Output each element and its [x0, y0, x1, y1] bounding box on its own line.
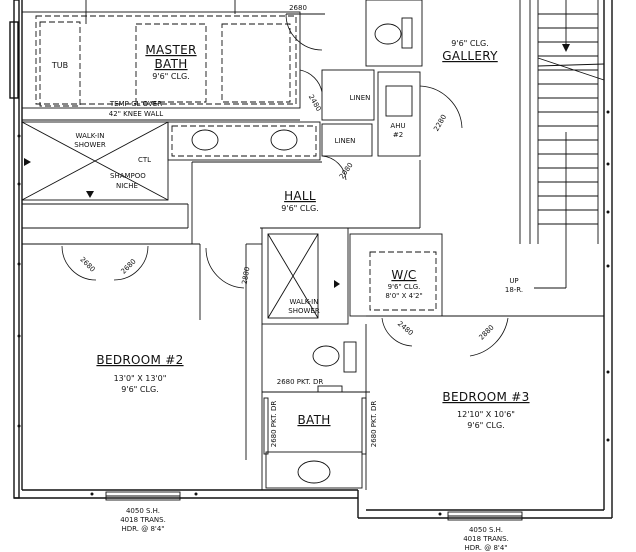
bath-walkin-shower: WALK-IN SHOWER — [261, 227, 349, 325]
bedroom3-name: BEDROOM #3 — [442, 390, 529, 404]
door-ahu-label: 2280 — [432, 113, 448, 132]
pkt-dr-horizontal: 2680 PKT. DR — [277, 378, 324, 386]
linen-bottom-label: LINEN — [335, 137, 356, 145]
stair-risers: 18-R. — [505, 286, 523, 294]
linen-top-label: LINEN — [350, 94, 371, 102]
hall: HALL 9'6" CLG. — [191, 160, 421, 244]
bedroom2-clg: 9'6" CLG. — [121, 385, 158, 394]
window-right-line3: HDR. @ 8'4" — [465, 544, 508, 552]
bath: 2680 PKT. DR 2680 PKT. DR 2680 PKT. DR B… — [261, 324, 378, 490]
master-bath: TUB MASTER BATH 9'6" CLG. — [21, 0, 301, 109]
top-door: 2680 — [285, 4, 325, 51]
shampoo-1: SHAMPOO — [110, 172, 146, 180]
master-walkin-shower: WALK-IN SHOWER CTL SHAMPOO NICHE — [21, 121, 169, 201]
master-bath-name-2: BATH — [154, 57, 187, 71]
stair-up: UP — [509, 277, 518, 285]
bedroom2-name: BEDROOM #2 — [96, 353, 183, 367]
bath-shower-2: SHOWER — [288, 307, 320, 315]
window-left-line3: HDR. @ 8'4" — [122, 525, 165, 533]
door-linen-label: 2480 — [307, 93, 323, 112]
vanity — [167, 121, 321, 161]
ahu-line1: AHU — [390, 122, 405, 130]
window-left-line1: 4050 S.H. — [126, 507, 160, 515]
window-right-line2: 4018 TRANS. — [463, 535, 509, 543]
ahu-closet: AHU #2 2280 — [377, 71, 463, 157]
bath-shower-1: WALK-IN — [290, 298, 319, 306]
stairs: UP 18-R. — [505, 0, 605, 294]
hall-clg: 9'6" CLG. — [281, 204, 318, 213]
shampoo-2: NICHE — [116, 182, 138, 190]
door-hall-small-label: 2080 — [338, 161, 355, 180]
master-bath-name-1: MASTER — [145, 43, 196, 57]
door-bed3-label: 2880 — [477, 323, 495, 341]
gallery-clg: 9'6" CLG. — [451, 39, 488, 48]
toilet-master — [365, 0, 423, 67]
bedroom-3: 2880 BEDROOM #3 12'10" X 10'6" 9'6" CLG. — [366, 315, 604, 430]
pkt-dr-right: 2680 PKT. DR — [370, 401, 378, 448]
master-shower-1: WALK-IN — [76, 132, 105, 140]
wic: W/C 9'6" CLG. 8'0" X 4'2" 2480 — [349, 233, 443, 347]
tub-label: TUB — [51, 61, 68, 70]
window-left: 4050 S.H. 4018 TRANS. HDR. @ 8'4" — [105, 491, 181, 533]
tub — [39, 21, 81, 107]
wic-size: 8'0" X 4'2" — [385, 292, 422, 300]
bedroom-2: 2680 2680 2880 BEDROOM #2 13'0" X 13'0" … — [22, 243, 262, 460]
wic-clg: 9'6" CLG. — [388, 283, 421, 291]
gallery-name: GALLERY — [442, 49, 498, 63]
temp-gl-note-2: 42" KNEE WALL — [109, 110, 163, 118]
window-left-line2: 4018 TRANS. — [120, 516, 166, 524]
exterior-walls — [9, 0, 613, 519]
gallery: 9'6" CLG. GALLERY — [442, 39, 498, 63]
wall-dots — [17, 110, 610, 516]
hall-name: HALL — [284, 189, 316, 203]
bedroom3-size: 12'10" X 10'6" — [457, 410, 515, 419]
left-wall-bump — [9, 21, 19, 99]
door-bed2-c-label: 2880 — [241, 266, 252, 285]
window-right: 4050 S.H. 4018 TRANS. HDR. @ 8'4" — [447, 511, 523, 552]
pkt-dr-left: 2680 PKT. DR — [270, 401, 278, 448]
linen-closets: LINEN LINEN 2480 2080 — [299, 69, 375, 180]
bedroom2-size: 13'0" X 13'0" — [114, 374, 167, 383]
bath-name: BATH — [297, 413, 330, 427]
ctl-label: CTL — [138, 156, 151, 164]
wic-name: W/C — [391, 268, 416, 282]
bath-toilet — [312, 341, 357, 373]
door-bed2-a-label: 2680 — [78, 255, 96, 273]
ahu-line2: #2 — [393, 131, 403, 139]
master-shower-2: SHOWER — [74, 141, 106, 149]
window-right-line1: 4050 S.H. — [469, 526, 503, 534]
door-wic-label: 2480 — [396, 320, 415, 338]
temp-gl-note-1: TEMP GL OVER — [109, 100, 162, 108]
door-top-label: 2680 — [289, 4, 307, 12]
bedroom3-clg: 9'6" CLG. — [467, 421, 504, 430]
master-bath-clg: 9'6" CLG. — [152, 72, 189, 81]
